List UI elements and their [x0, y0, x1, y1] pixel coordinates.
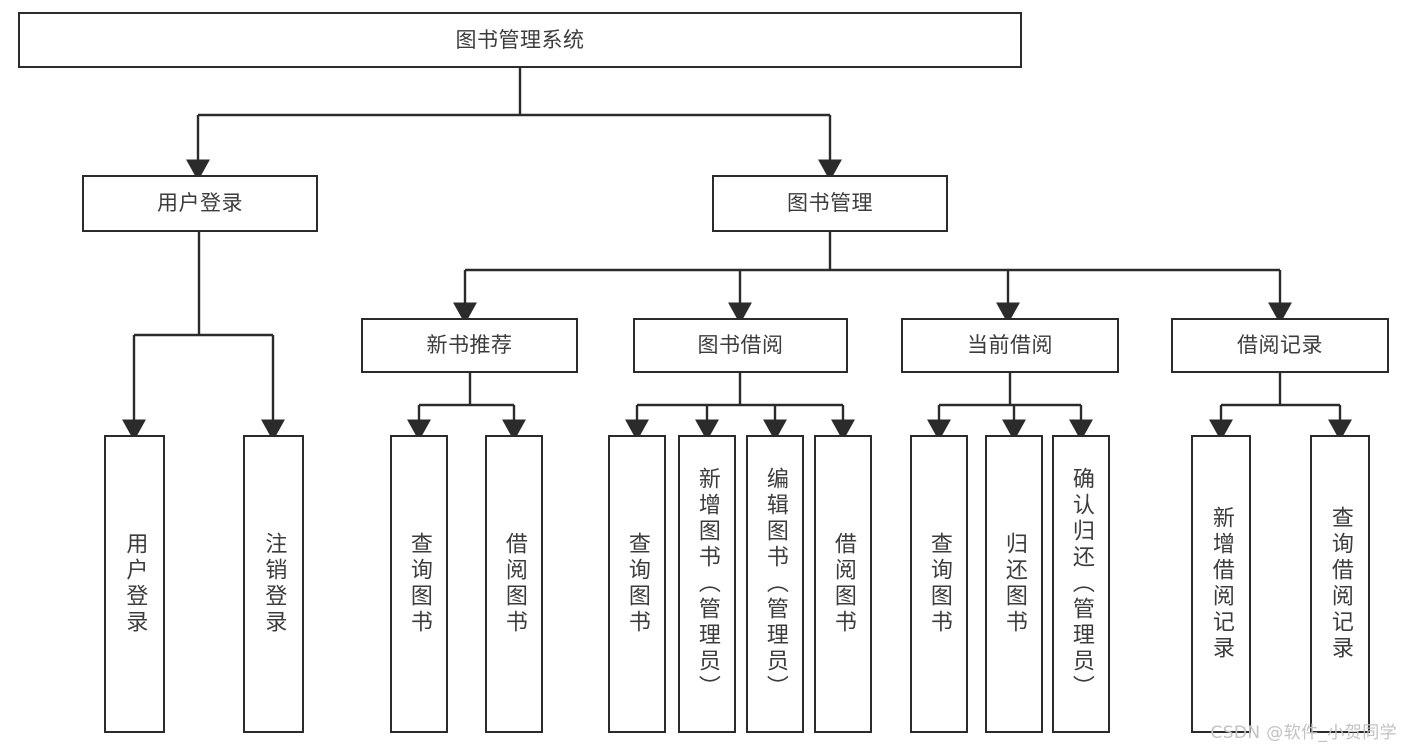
node-label: 当前借阅 [967, 333, 1053, 358]
node-borrowing-record[interactable]: 借阅记录 [1171, 318, 1389, 373]
node-label: 借阅图书 [830, 532, 856, 636]
leaf-node-borrow-book-recommendation[interactable]: 借阅图书 [485, 435, 543, 733]
node-label: 编辑图书（管理员） [762, 467, 788, 701]
node-label: 图书管理 [787, 191, 873, 216]
node-label: 新书推荐 [426, 333, 513, 358]
leaf-node-query-borrow-record[interactable]: 查询借阅记录 [1310, 435, 1370, 733]
node-label: 查询图书 [406, 532, 432, 636]
node-label: 新增图书（管理员） [694, 467, 720, 701]
leaf-node-borrow-book[interactable]: 借阅图书 [814, 435, 872, 733]
leaf-node-add-borrow-record[interactable]: 新增借阅记录 [1191, 435, 1251, 733]
leaf-node-edit-book-admin[interactable]: 编辑图书（管理员） [746, 435, 804, 733]
leaf-node-add-book-admin[interactable]: 新增图书（管理员） [678, 435, 736, 733]
leaf-node-query-book-recommendation[interactable]: 查询图书 [390, 435, 448, 733]
node-label: 图书借阅 [697, 333, 784, 358]
node-user-login[interactable]: 用户登录 [82, 175, 318, 232]
leaf-node-user-login[interactable]: 用户登录 [104, 435, 165, 733]
node-label: 图书管理系统 [455, 27, 585, 52]
node-current-borrowing[interactable]: 当前借阅 [901, 318, 1119, 373]
leaf-node-confirm-return-admin[interactable]: 确认归还（管理员） [1052, 435, 1110, 733]
leaf-node-query-book-borrowing[interactable]: 查询图书 [608, 435, 666, 733]
node-root-book-management-system[interactable]: 图书管理系统 [18, 12, 1022, 68]
node-label: 用户登录 [157, 191, 243, 216]
node-new-book-recommendation[interactable]: 新书推荐 [361, 318, 578, 373]
node-label: 借阅记录 [1237, 333, 1323, 358]
leaf-node-return-book[interactable]: 归还图书 [985, 435, 1043, 733]
leaf-node-user-logout[interactable]: 注销登录 [243, 435, 304, 733]
node-label: 归还图书 [1001, 532, 1027, 636]
node-label: 查询图书 [926, 532, 952, 636]
node-book-borrowing[interactable]: 图书借阅 [633, 318, 848, 373]
node-label: 借阅图书 [501, 532, 527, 636]
node-label: 用户登录 [122, 532, 148, 636]
node-book-management[interactable]: 图书管理 [712, 175, 948, 232]
leaf-node-query-book-current[interactable]: 查询图书 [910, 435, 968, 733]
connector-lines [122, 68, 1352, 441]
node-label: 新增借阅记录 [1208, 506, 1234, 662]
node-label: 确认归还（管理员） [1068, 467, 1094, 701]
node-label: 注销登录 [261, 532, 287, 636]
node-label: 查询借阅记录 [1327, 506, 1353, 662]
node-label: 查询图书 [624, 532, 650, 636]
